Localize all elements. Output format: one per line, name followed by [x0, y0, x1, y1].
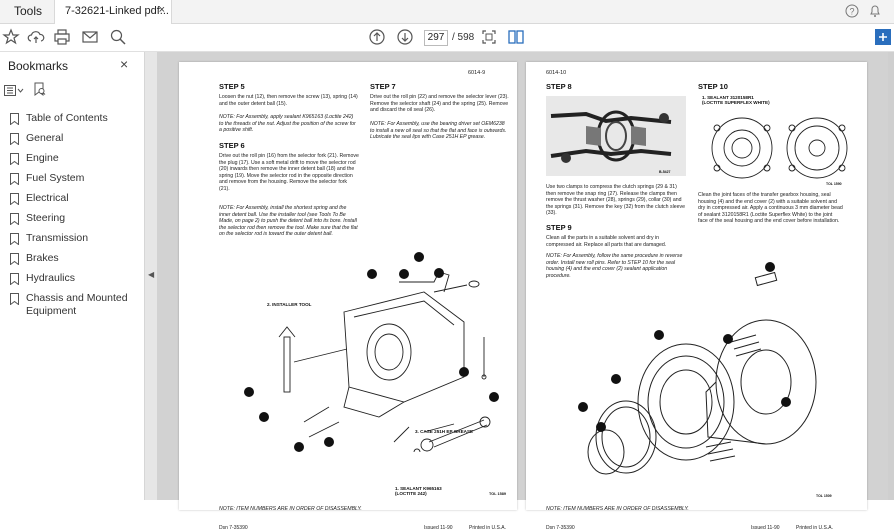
step-7-text: Drive out the roll pin (22) and remove t… [370, 94, 509, 114]
bookmark-search-icon[interactable] [34, 82, 46, 102]
clutch-exploded-diagram [578, 262, 817, 475]
step-5-title: STEP 5 [219, 82, 245, 91]
bookmark-icon [10, 213, 19, 225]
document-viewer: 6014-9 STEP 5 Loosen the nut (12), then … [157, 52, 894, 531]
step-7-title: STEP 7 [370, 82, 396, 91]
bookmark-label: Steering [26, 212, 66, 224]
page-header: 6014-10 [546, 70, 567, 76]
step-6-title: STEP 6 [219, 141, 245, 150]
step-8-text: Use two clamps to compress the clutch sp… [546, 184, 685, 217]
bookmark-icon [10, 113, 19, 125]
cloud-upload-icon[interactable] [27, 28, 47, 48]
step-5-note: NOTE: For Assembly, apply sealant K96516… [219, 114, 356, 134]
search-icon[interactable] [109, 28, 129, 48]
bookmark-label: Fuel System [26, 172, 85, 184]
bookmark-icon [10, 253, 19, 265]
page-footer-right: Printed in U.S.A. [796, 525, 833, 531]
bookmark-label: General [26, 132, 64, 144]
page-right: 6014-10 STEP 8 B-5427 Use two clamps to … [526, 62, 867, 531]
tab-tools[interactable]: Tools [14, 4, 43, 18]
bell-icon[interactable] [868, 4, 882, 21]
bookmark-label: Chassis and Mounted Equipment [26, 292, 128, 317]
tab-document[interactable]: 7-32621-Linked pdf... × [54, 0, 172, 24]
bookmark-icon [10, 233, 19, 245]
page-footer-right: Printed in U.S.A. [469, 525, 506, 531]
bookmarks-toolbar [0, 80, 145, 102]
step-5-text: Loosen the nut (12), then remove the scr… [219, 94, 358, 107]
clutch-photo [546, 96, 686, 176]
step-9-note: NOTE: For Assembly, follow the same proc… [546, 253, 683, 279]
fit-page-icon[interactable] [480, 28, 500, 48]
step-10-tol: TOL 1590 [826, 182, 842, 186]
page-total: / 598 [452, 32, 475, 43]
page-footer-left: Dsn 7-35390 [219, 525, 248, 531]
page-up-icon[interactable] [368, 28, 388, 48]
step-6-note: NOTE: For Assembly, install the shortest… [219, 205, 358, 238]
star-icon[interactable] [2, 28, 22, 48]
print-icon[interactable] [53, 28, 73, 48]
page-number-input[interactable]: 297 [424, 30, 448, 46]
page-footer-mid: Issued 11-90 [424, 525, 453, 531]
bookmark-label: Engine [26, 152, 59, 164]
tol-label: TOL 1589 [489, 492, 506, 496]
disassembly-note: NOTE: ITEM NUMBERS ARE IN ORDER OF DISAS… [546, 506, 689, 512]
bookmark-icon [10, 173, 19, 185]
disassembly-note: NOTE: ITEM NUMBERS ARE IN ORDER OF DISAS… [219, 506, 362, 512]
help-icon[interactable]: ? [845, 4, 859, 21]
svg-text:?: ? [850, 7, 855, 17]
bookmark-label: Brakes [26, 252, 59, 264]
panel-splitter[interactable]: ◀ [145, 52, 157, 500]
sealant-label: 1. SEALANT K965163 (LOCTITE 242) [395, 486, 442, 497]
step-10-title: STEP 10 [698, 82, 728, 91]
seal-housing-diagram [711, 117, 848, 179]
bookmark-icon [10, 133, 19, 145]
tab-close-icon[interactable]: × [158, 4, 165, 16]
page-footer-mid: Issued 11-90 [751, 525, 780, 531]
tol-label: TOL 1509 [816, 494, 832, 498]
collapse-arrow-icon[interactable]: ◀ [148, 270, 155, 279]
toolbar: 297 / 598 [0, 24, 894, 52]
options-menu-icon[interactable] [4, 84, 24, 102]
two-page-view-icon[interactable] [507, 28, 527, 48]
bookmark-label: Hydraulics [26, 272, 76, 284]
installer-tool-label: 2. INSTALLER TOOL [267, 302, 312, 307]
bookmark-icon [10, 293, 19, 305]
page-left: 6014-9 STEP 5 Loosen the nut (12), then … [179, 62, 517, 531]
bookmark-label: Table of Contents [26, 112, 108, 124]
tab-document-title: 7-32621-Linked pdf... [65, 5, 169, 17]
step-9-text: Clean all the parts in a suitable solven… [546, 235, 667, 248]
step-8-title: STEP 8 [546, 82, 572, 91]
step-7-note: NOTE: For Assembly, use the bearing driv… [370, 121, 507, 141]
page-down-icon[interactable] [396, 28, 416, 48]
bookmark-icon [10, 273, 19, 285]
step-6-text: Drive out the roll pin (16) from the sel… [219, 153, 359, 192]
vertical-scrollbar[interactable] [888, 52, 894, 500]
bookmark-label: Electrical [26, 192, 69, 204]
exploded-diagram-left [244, 252, 499, 452]
bookmark-icon [10, 153, 19, 165]
step-10-text: Clean the joint faces of the transfer ge… [698, 192, 843, 225]
tab-bar: Tools 7-32621-Linked pdf... × ? [0, 0, 894, 24]
add-icon[interactable] [874, 28, 894, 48]
photo-code: B-5427 [659, 170, 671, 174]
close-icon[interactable]: × [120, 56, 129, 72]
bookmarks-title: Bookmarks [8, 59, 69, 73]
bookmark-label: Transmission [26, 232, 89, 244]
bookmark-icon [10, 193, 19, 205]
page-footer-left: Dsn 7-35390 [546, 525, 575, 531]
page-header: 6014-9 [468, 70, 486, 76]
step-9-title: STEP 9 [546, 223, 572, 232]
grease-label: 3. CASE 251H EP GREASE [415, 429, 474, 434]
mail-icon[interactable] [81, 28, 101, 48]
step-10-sealant-label: 1. SEALANT 3120158R1 (LOCTITE SUPERFLEX … [702, 95, 770, 106]
